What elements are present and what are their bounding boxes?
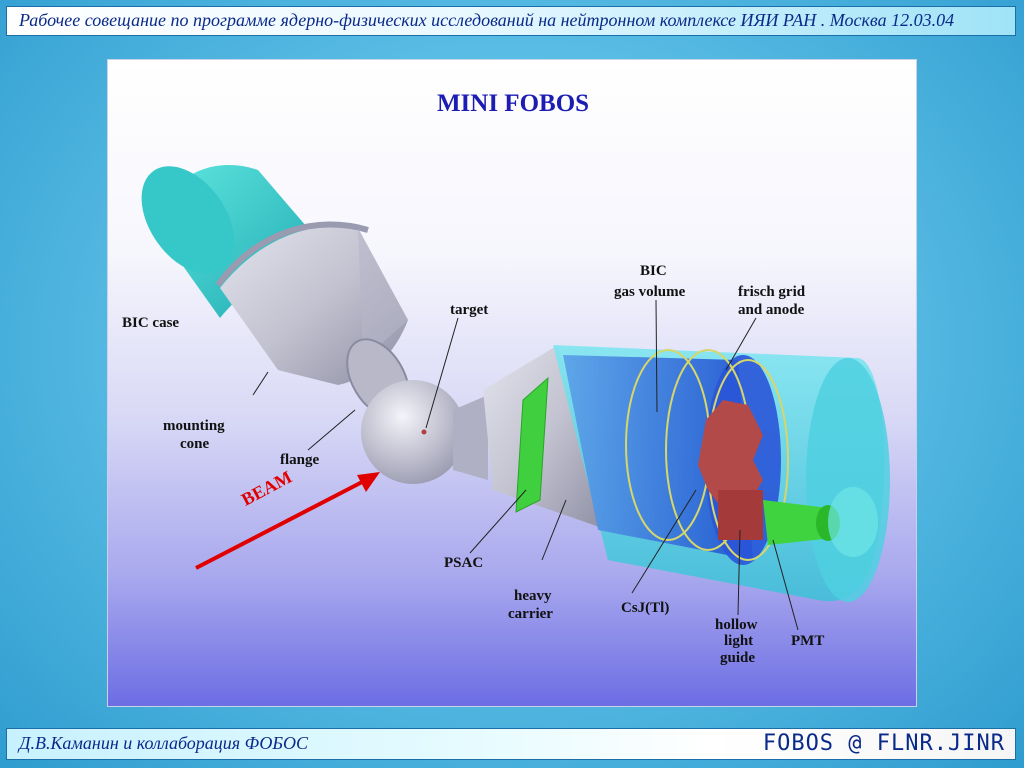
label-hollow-3: guide — [720, 650, 756, 666]
label-pmt: PMT — [791, 633, 825, 649]
label-bic-gas-2: gas volume — [614, 284, 686, 300]
label-flange: flange — [280, 452, 320, 468]
footer-right-text: FOBOS @ FLNR.JINR — [762, 731, 1005, 756]
label-heavy-1: heavy — [514, 588, 552, 604]
heavy-carrier — [483, 345, 608, 530]
leader-light-guide — [737, 529, 741, 616]
leader-flange — [307, 409, 356, 451]
leader-csj — [631, 489, 697, 594]
label-csj: CsJ(Tl) — [621, 600, 670, 616]
label-psac: PSAC — [444, 555, 484, 571]
psac — [515, 376, 549, 513]
fobos-diagram — [141, 164, 890, 631]
label-target: target — [450, 302, 489, 318]
target-point — [421, 429, 427, 435]
leader-target — [425, 317, 459, 429]
slide: MINI FOBOS — [107, 59, 917, 707]
target-chamber — [361, 380, 465, 484]
label-bic-case: BIC case — [122, 315, 180, 331]
leader-bic-gas — [655, 299, 658, 413]
beam-arrow — [195, 472, 380, 570]
label-mounting-cone-2: cone — [180, 436, 210, 452]
footer-bar: Д.В.Каманин и коллаборация ФОБОС FOBOS @… — [6, 728, 1016, 760]
label-bic-gas-1: BIC — [640, 263, 667, 279]
leader-psac — [469, 489, 527, 554]
slide-title: MINI FOBOS — [436, 90, 590, 117]
label-frisch-2: and anode — [738, 302, 805, 318]
label-mounting-cone-1: mounting — [163, 418, 225, 434]
label-hollow-2: light — [724, 633, 754, 649]
leader-heavy-carrier — [541, 499, 567, 561]
label-heavy-2: carrier — [508, 606, 553, 622]
label-hollow-1: hollow — [715, 617, 758, 633]
header-text: Рабочее совещание по программе ядерно-фи… — [19, 10, 955, 30]
header-bar: Рабочее совещание по программе ядерно-фи… — [6, 6, 1016, 36]
csj-crystal — [698, 400, 763, 540]
leader-mounting-cone — [252, 371, 269, 396]
label-frisch-1: frisch grid — [738, 284, 806, 300]
leader-frisch — [725, 317, 757, 371]
bic-case — [141, 164, 318, 318]
detector-neck — [453, 395, 488, 480]
footer-left-text: Д.В.Каманин и коллаборация ФОБОС — [19, 733, 308, 753]
leader-pmt — [772, 539, 799, 631]
pmt — [763, 487, 878, 557]
leader-lines — [252, 299, 799, 631]
